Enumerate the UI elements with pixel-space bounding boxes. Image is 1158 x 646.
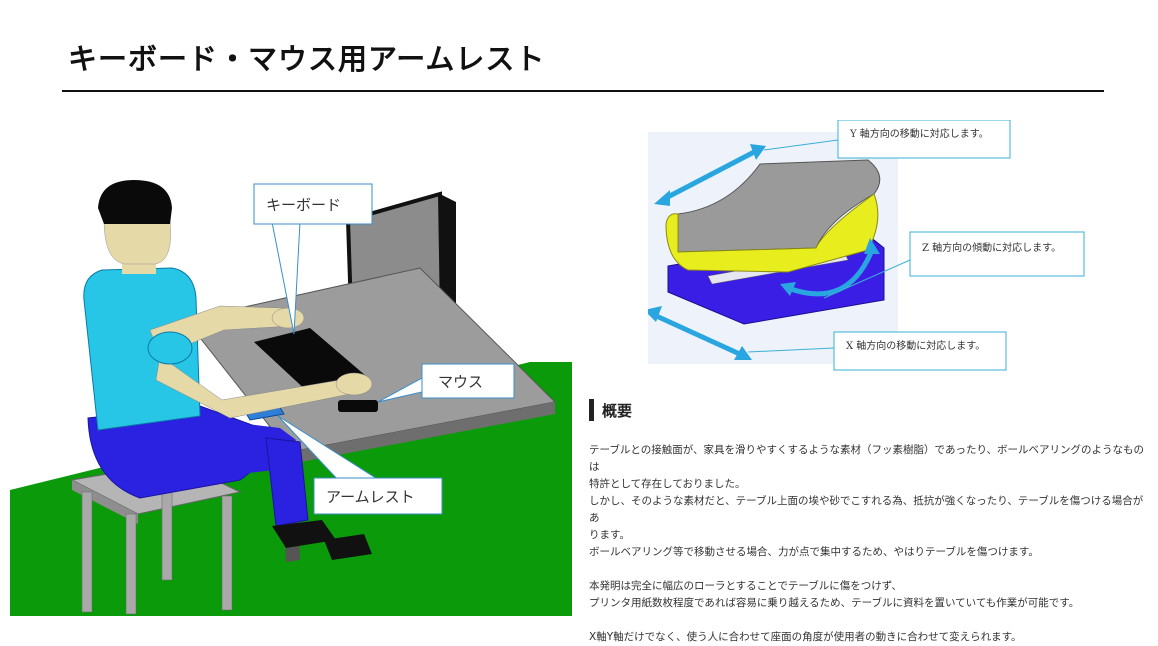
- mouse-callout-box: [421, 363, 515, 399]
- person-torso: [83, 267, 201, 431]
- monitor-back: [440, 194, 456, 320]
- stool-leg: [125, 513, 137, 615]
- armrest-label: アームレスト: [326, 488, 415, 506]
- heading-bar: [589, 399, 594, 421]
- armrest-callout-box: [313, 477, 443, 515]
- overview-line: プリンタ用紙数枚程度であれば容易に乗り越えるため、テーブルに資料を置いていても作…: [589, 597, 1080, 609]
- person-foot: [324, 534, 372, 560]
- x-axis-arrow-head: [648, 306, 662, 322]
- section-heading: 概要: [589, 398, 632, 422]
- y-axis-leader: [763, 139, 839, 151]
- x-axis-label: X 軸方向の移動に対応します。: [846, 339, 985, 352]
- stool-leg: [161, 479, 173, 581]
- device-seat-top: [677, 159, 881, 253]
- paragraph-gap: [589, 561, 1149, 578]
- z-axis-arrow-head: [780, 282, 796, 296]
- y-axis-callout-box: [837, 120, 1011, 159]
- usage-illustration: キーボード マウス アームレスト: [10, 180, 572, 616]
- section-heading-text: 概要: [602, 401, 633, 420]
- x-axis-leader: [747, 347, 835, 353]
- z-axis-arrow-head: [864, 238, 880, 254]
- device-axes-illustration: Y 軸方向の移動に対応します。 Z 軸方向の傾動に対応します。 X 軸方向の移動…: [648, 120, 1085, 371]
- overview-body: テーブルとの接触面が、家具を滑りやすくするような素材（フッ素樹脂）であったり、ボ…: [589, 442, 1149, 646]
- x-axis-arrow-head: [734, 346, 752, 360]
- z-axis-arrow: [787, 249, 875, 297]
- x-axis-arrow: [650, 311, 746, 359]
- keyboard-callout-box: [253, 183, 373, 225]
- desk-edge: [290, 402, 555, 464]
- z-axis-leader: [823, 259, 911, 299]
- person-hand: [271, 307, 305, 329]
- y-axis-label: Y 軸方向の移動に対応します。: [849, 127, 989, 140]
- stool-leg: [221, 495, 233, 611]
- person-thigh: [180, 416, 296, 480]
- person-hand: [335, 372, 373, 396]
- z-axis-callout-box: [909, 231, 1085, 277]
- y-axis-arrow-head: [654, 190, 670, 206]
- keyboard-label: キーボード: [266, 196, 341, 214]
- device-seat-rim: [665, 193, 879, 273]
- stool-leg: [81, 491, 93, 613]
- overview-line: しかし、そのような素材だと、テーブル上面の埃や砂でこすれる為、抵抗が強くなったり…: [589, 495, 1144, 524]
- person-shoulder: [147, 331, 193, 365]
- overview-line: 特許として存在しておりました。: [589, 478, 746, 490]
- y-axis-arrow: [660, 147, 760, 203]
- overview-line: テーブルとの接触面が、家具を滑りやすくするような素材（フッ素樹脂）であったり、ボ…: [589, 444, 1145, 473]
- person-shin: [265, 437, 309, 527]
- mouse-label: マウス: [438, 373, 483, 391]
- person-hair: [98, 180, 172, 224]
- z-axis-label: Z 軸方向の傾動に対応します。: [922, 241, 1061, 254]
- y-axis-arrow-head: [750, 144, 766, 160]
- person-face: [103, 219, 171, 265]
- overview-line: 本発明は完全に幅広のローラとすることでテーブルに傷をつけず、: [589, 580, 903, 592]
- title-divider: [62, 90, 1104, 92]
- paragraph-gap: [589, 612, 1149, 629]
- overview-line: X軸Y軸だけでなく、使う人に合わせて座面の角度が使用者の動きに合わせて変えられま…: [589, 631, 1022, 643]
- overview-line: ります。: [589, 529, 630, 541]
- page-title: キーボード・マウス用アームレスト: [68, 42, 546, 76]
- overview-line: ボールベアリング等で移動させる場合、力が点で集中するため、やはりテーブルを傷つけ…: [589, 546, 1039, 558]
- stool-seat-edge: [72, 480, 138, 524]
- x-axis-callout-box: [833, 331, 1007, 371]
- mouse: [338, 400, 378, 412]
- keyboard: [254, 328, 366, 394]
- person-foot: [272, 520, 336, 548]
